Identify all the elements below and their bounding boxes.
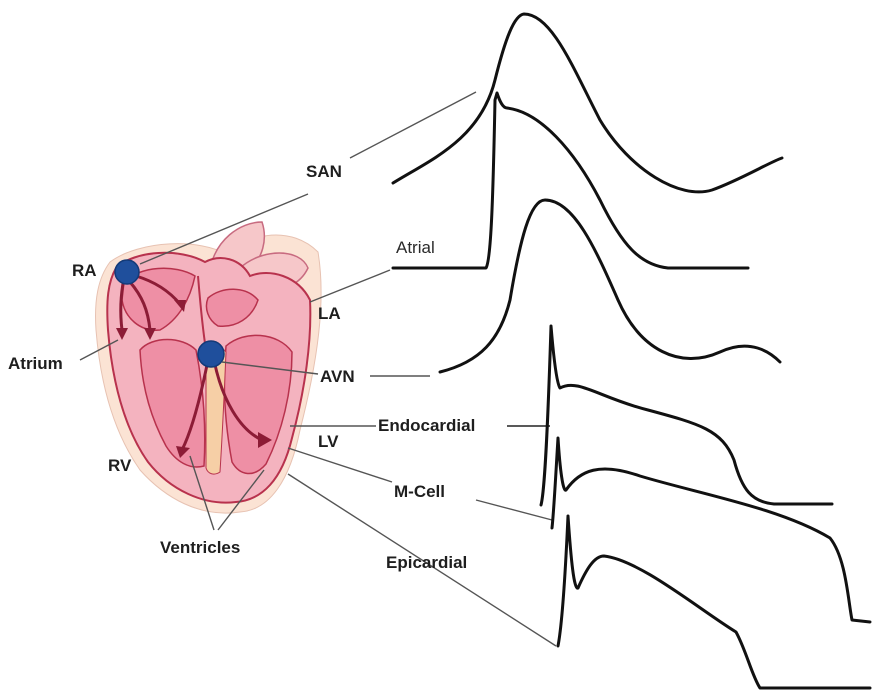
endocardial-trace: [541, 326, 832, 505]
sa-node: [115, 260, 139, 284]
m-cell-label: M-Cell: [394, 482, 445, 501]
atrium-label: Atrium: [8, 354, 63, 373]
atrial-trace: [393, 93, 748, 268]
atrial-label: Atrial: [396, 238, 435, 257]
av-node: [198, 341, 224, 367]
la-label: LA: [318, 304, 341, 323]
san-label: SAN: [306, 162, 342, 181]
ra-label: RA: [72, 261, 97, 280]
ventricles-label: Ventricles: [160, 538, 240, 557]
epicardial-trace: [558, 516, 870, 688]
san-trace: [393, 14, 782, 192]
leader-san-to-trace: [350, 92, 476, 158]
rv-label: RV: [108, 456, 132, 475]
leader-lv-to-mcell: [288, 448, 392, 482]
avn-label: AVN: [320, 367, 355, 386]
epicardial-label: Epicardial: [386, 553, 467, 572]
leader-la-to-atrial: [310, 270, 390, 302]
endocardial-label: Endocardial: [378, 416, 475, 435]
lv-label: LV: [318, 432, 339, 451]
m-cell-trace: [552, 438, 870, 622]
